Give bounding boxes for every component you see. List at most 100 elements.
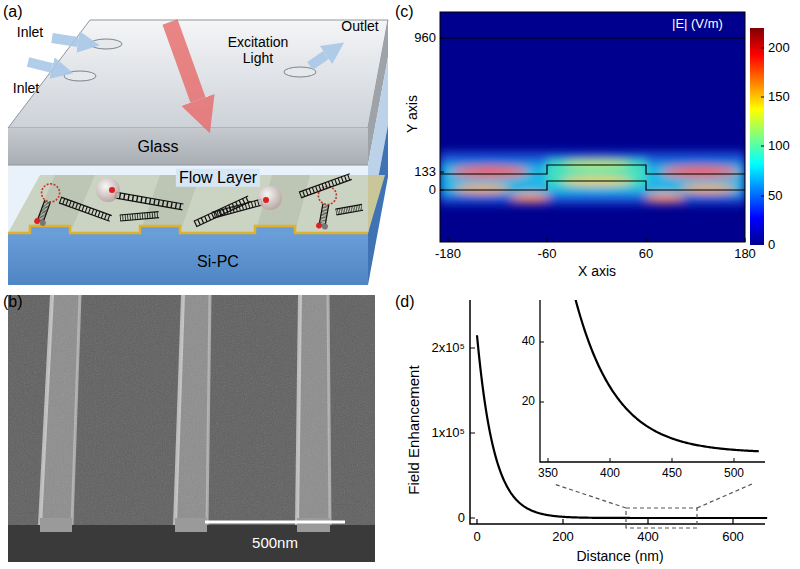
field-map bbox=[440, 12, 745, 242]
device-illustration bbox=[8, 226, 368, 233]
light-label: Excitation Light bbox=[216, 34, 300, 66]
field-map bbox=[440, 181, 745, 190]
axis-title: Distance (nm) bbox=[576, 548, 663, 564]
label-text: Y axis bbox=[404, 95, 420, 133]
label-text: 150 bbox=[768, 89, 790, 104]
label-text: 400 bbox=[637, 529, 659, 544]
field-map bbox=[454, 185, 510, 193]
label-text: 0 bbox=[458, 510, 465, 525]
layer-band: Si-PC bbox=[8, 233, 368, 285]
label-text: (b) bbox=[3, 293, 23, 310]
tick-label: 60 bbox=[639, 247, 653, 262]
sem-image bbox=[297, 518, 330, 532]
colorbar-tick: 100 bbox=[768, 139, 790, 154]
tick-label: 200 bbox=[552, 530, 574, 545]
label-text: 0 bbox=[473, 529, 480, 544]
tick-label: 20 bbox=[522, 395, 535, 409]
label-text: 1x10⁵ bbox=[431, 425, 465, 440]
tick-label: 350 bbox=[538, 467, 558, 481]
dna-probes bbox=[39, 219, 47, 227]
decay-plot bbox=[470, 195, 767, 528]
label-text: 180 bbox=[734, 246, 756, 261]
label-text: 600 bbox=[722, 529, 744, 544]
colorbar-tick: 0 bbox=[768, 238, 775, 253]
device-illustration bbox=[8, 165, 368, 166]
label-text: 133 bbox=[414, 164, 436, 179]
field-map bbox=[645, 194, 685, 202]
tick-label: 0 bbox=[473, 530, 480, 545]
scale-bar bbox=[205, 521, 345, 524]
field-map bbox=[440, 165, 745, 174]
field-map bbox=[761, 48, 764, 196]
tick-label: 960 bbox=[414, 31, 436, 46]
tick-label: 0 bbox=[458, 511, 465, 526]
device-illustration bbox=[90, 39, 122, 49]
label-text: X axis bbox=[578, 263, 616, 279]
device-illustration bbox=[64, 71, 96, 81]
tick-label: 40 bbox=[522, 335, 535, 349]
field-map bbox=[662, 167, 738, 177]
label-text: |E| (V/m) bbox=[672, 16, 723, 31]
flow-arrow bbox=[310, 55, 326, 66]
label-text: 40 bbox=[522, 334, 535, 348]
field-map bbox=[440, 152, 745, 204]
dna-probes bbox=[39, 181, 62, 204]
panel-letter: (a) bbox=[3, 3, 23, 21]
sem-image bbox=[40, 518, 72, 532]
sem-image bbox=[8, 295, 375, 562]
tick-label: -60 bbox=[538, 247, 557, 262]
axis-title: Y axis bbox=[404, 95, 420, 133]
flow-arrow bbox=[28, 62, 52, 68]
dna-probes bbox=[33, 217, 41, 225]
field-map bbox=[440, 12, 745, 242]
label-text: Outlet bbox=[341, 18, 378, 34]
panel-letter: (c) bbox=[395, 3, 414, 21]
tick-label: 0 bbox=[429, 183, 436, 198]
dna-probes bbox=[120, 212, 159, 221]
layer-label: Si-PC bbox=[197, 253, 239, 271]
dna-probes bbox=[194, 196, 251, 227]
tick-label: 400 bbox=[600, 467, 620, 481]
label-text: Inlet bbox=[13, 80, 39, 96]
tick-label: 500 bbox=[724, 467, 744, 481]
field-map bbox=[680, 185, 736, 193]
label-text: Distance (nm) bbox=[576, 548, 663, 564]
decay-plot bbox=[470, 348, 733, 524]
field-map bbox=[440, 37, 745, 38]
axis-title: Field Enhancement bbox=[405, 365, 422, 494]
axis-title: X axis bbox=[578, 263, 616, 279]
dna-probes bbox=[109, 187, 115, 193]
decay-plot bbox=[540, 300, 765, 462]
port-label: Inlet bbox=[13, 80, 39, 96]
field-map bbox=[440, 152, 745, 204]
port-label: Inlet bbox=[17, 24, 43, 40]
label-text: 450 bbox=[662, 466, 682, 480]
decay-plot bbox=[470, 300, 765, 524]
label-text: 60 bbox=[639, 246, 653, 261]
excitation-arrow bbox=[170, 22, 198, 100]
field-map bbox=[440, 12, 764, 245]
device-illustration bbox=[8, 233, 368, 285]
dna-probes bbox=[335, 204, 363, 215]
label-text: 100 bbox=[768, 138, 790, 153]
label-text: -60 bbox=[538, 246, 557, 261]
dna-probes bbox=[321, 223, 328, 230]
label-text: 960 bbox=[414, 30, 436, 45]
flow-arrow bbox=[52, 38, 78, 42]
label-text: 350 bbox=[538, 466, 558, 480]
colorbar-tick: 50 bbox=[768, 189, 782, 204]
excitation-arrow bbox=[170, 22, 198, 100]
tick-label: 1x10⁵ bbox=[431, 426, 465, 441]
tick-label: 600 bbox=[722, 530, 744, 545]
tick-label: 450 bbox=[662, 467, 682, 481]
zoom-line bbox=[554, 484, 752, 508]
label-text: 20 bbox=[522, 394, 535, 408]
color-bar bbox=[750, 28, 764, 245]
label-text: 50 bbox=[768, 188, 782, 203]
dna-probes bbox=[316, 222, 323, 229]
tick-label: 133 bbox=[414, 165, 436, 180]
